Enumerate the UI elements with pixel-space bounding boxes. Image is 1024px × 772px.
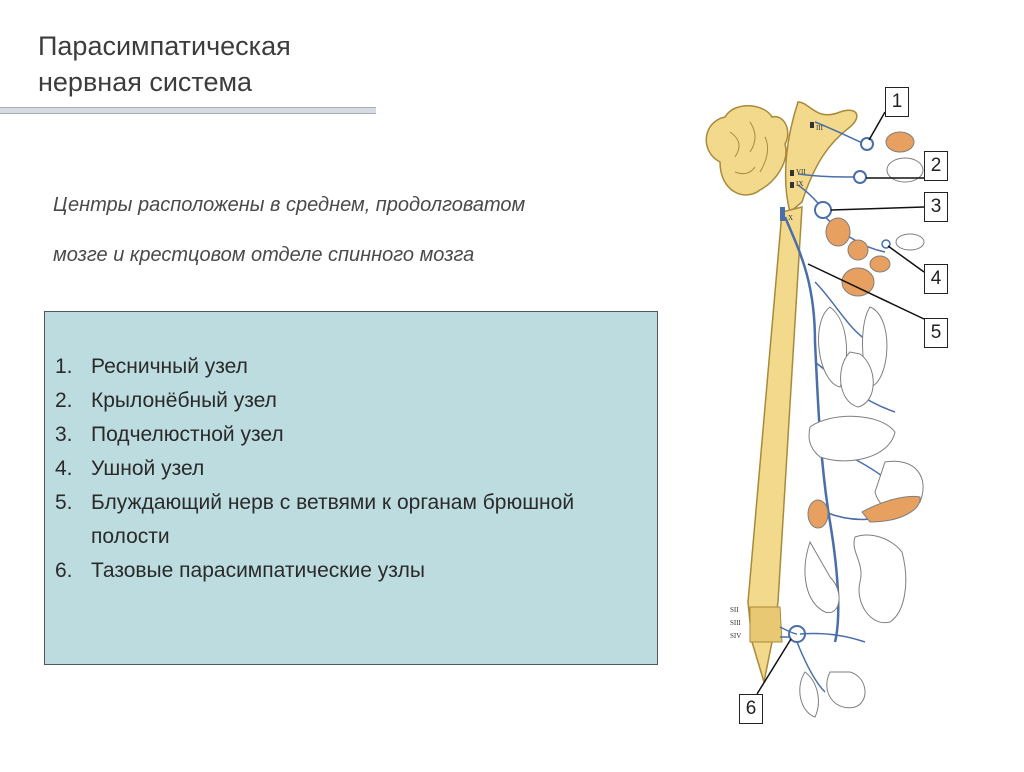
callout-pointers (756, 111, 925, 695)
legend-item-text: Ресничный узел (91, 355, 248, 378)
legend-item: 3. Подчелюстной узел (55, 418, 651, 452)
subtitle: Центры расположены в среднем, продолгова… (53, 180, 693, 280)
sacral-label: SIII (730, 619, 742, 627)
legend-list: 1. Ресничный узел 2. Крылонёбный узел 3. По… (55, 350, 651, 588)
legend-item-text: Крылонёбный узел (91, 389, 277, 412)
legend-box: 1. Ресничный узел 2. Крылонёбный узел 3. По… (44, 311, 658, 665)
pelvic-nerve (779, 626, 866, 693)
gland-organ (847, 239, 869, 261)
title-line-1: Парасимпатическая (38, 31, 291, 61)
gland-organ (825, 217, 851, 247)
nerve-label-X: X (788, 214, 793, 222)
legend-item-number: 3. (55, 423, 73, 446)
rectum-organ (799, 671, 819, 718)
callout-6: 6 (739, 694, 763, 724)
title-underline (0, 107, 376, 114)
spinal-cord (747, 206, 803, 683)
legend-item: 4. Ушной узел (55, 452, 651, 486)
legend-item-number: 5. (55, 491, 73, 514)
kidney-organ (807, 499, 829, 529)
callout-1: 1 (885, 87, 909, 117)
callout-2: 2 (924, 151, 948, 181)
legend-item: 2. Крылонёбный узел (55, 384, 651, 418)
brain-folds (729, 121, 769, 175)
legend-item: 1. Ресничный узел (55, 350, 651, 384)
title-line-2: нервная система (38, 67, 253, 97)
nucleus-mark (790, 170, 794, 176)
brain-shape (705, 104, 789, 196)
colon-organ (804, 540, 840, 614)
legend-item-number: 1. (55, 355, 73, 378)
intestine-organ (853, 534, 907, 624)
nucleus-mark (810, 122, 814, 128)
pterygopalatine-ganglion (853, 170, 867, 184)
legend-item: 6. Тазовые парасимпатические узлы (55, 554, 651, 588)
anatomy-figure: III VII IX X SII SIII SIV 1 2 3 4 5 6 (690, 82, 1024, 767)
legend-item-number: 6. (55, 559, 73, 582)
brainstem-shape (784, 101, 858, 214)
sacral-label: SII (730, 606, 739, 614)
legend-item-text: Подчелюстной узел (91, 423, 284, 446)
nerve-label-III: III (816, 124, 824, 132)
heart-organ (840, 351, 874, 408)
legend-item-number: 4. (55, 457, 73, 480)
legend-item-text: Тазовые парасимпатические узлы (91, 559, 425, 582)
callout-5: 5 (924, 318, 948, 348)
legend-item-number: 2. (55, 389, 73, 412)
nervous-system-diagram: III VII IX X SII SIII SIV (705, 101, 925, 718)
slide-title: Парасимпатическая нервная система (38, 28, 291, 100)
gland-organ (869, 255, 891, 273)
submandibular-ganglion (814, 201, 832, 219)
legend-item-text: Блуждающий нерв с ветвями к органам брюш… (91, 491, 575, 548)
subtitle-line-1: Центры расположены в среднем, продолгова… (53, 194, 526, 216)
nucleus-mark (790, 182, 794, 188)
legend-item: 5. Блуждающий нерв с ветвями к органам бр… (55, 486, 651, 554)
nerve-label-IX: IX (796, 180, 803, 188)
eye-organ (885, 131, 915, 153)
bladder-organ (826, 671, 866, 709)
nucleus-mark (780, 207, 785, 221)
thyroid-organ (841, 267, 875, 297)
cranial-nerve-branch (797, 121, 886, 253)
pancreas-organ (861, 495, 921, 523)
gland-organ (895, 233, 925, 251)
liver-organ (808, 415, 896, 462)
callout-4: 4 (924, 264, 948, 294)
legend-item-text: Ушной узел (91, 457, 205, 480)
callout-3: 3 (924, 192, 948, 222)
sacral-label: SIV (730, 632, 741, 640)
ciliary-ganglion (860, 137, 874, 151)
sacral-region (749, 606, 783, 643)
gland-organ (886, 157, 924, 183)
subtitle-line-2: мозге и крестцовом отделе спинного мозга (53, 244, 475, 266)
nerve-label-VII: VII (796, 168, 806, 176)
